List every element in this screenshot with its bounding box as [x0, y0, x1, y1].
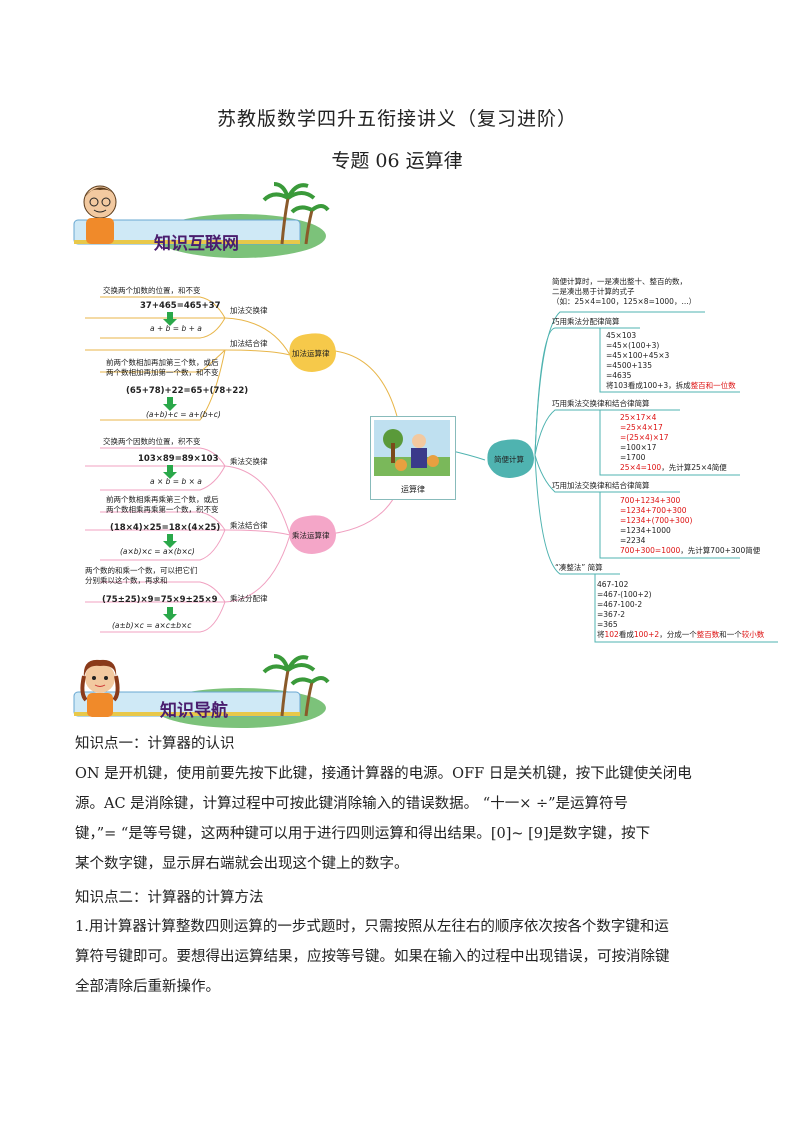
point1-heading: 知识点一：计算器的认识 — [75, 732, 235, 753]
down-arrow-icon — [163, 397, 177, 411]
point1-paragraph: ON 是开机键，使用前要先按下此键，接通计算器的电源。OFF 日是关机键，按下此… — [75, 759, 725, 879]
mul-dist-formula: (a±b)×c = a×c±b×c — [112, 621, 191, 630]
add-assoc-example: (65+78)+22=65+(78+22) — [126, 386, 248, 396]
round-branch-label: “凑整法” 简算 — [555, 563, 603, 573]
add-step: =1234+1000 — [620, 526, 760, 536]
dist-step: 45×103 — [606, 331, 736, 341]
add-comm-example: 37+465=465+37 — [140, 301, 221, 311]
add-step: =2234 — [620, 536, 760, 546]
comm-assoc-step: =(25×4)×17 — [620, 433, 727, 443]
mul-comm-desc: 交换两个因数的位置，积不变 — [103, 437, 201, 447]
navigation-banner-title: 知识导航 — [160, 696, 228, 721]
multiplication-laws-label: 乘法运算律 — [292, 530, 330, 541]
addition-laws-node: 加法运算律 — [286, 330, 338, 374]
dist-note: 将103看成100+3，拆成整百和一位数 — [606, 381, 736, 391]
mul-dist-label: 乘法分配律 — [230, 594, 268, 604]
paragraph-line: 1.用计算器计算整数四则运算的一步式题时，只需按照从左往右的顺序依次按各个数字键… — [75, 912, 725, 942]
paragraph-line: ON 是开机键，使用前要先按下此键，接通计算器的电源。OFF 日是关机键，按下此… — [75, 759, 725, 789]
add-assoc-label: 加法结合律 — [230, 339, 268, 349]
dist-step: =45×(100+3) — [606, 341, 736, 351]
round-note: 将102看成100+2，分成一个整百数和一个较小数 — [597, 630, 764, 640]
dist-step: =4500+135 — [606, 361, 736, 371]
simple-calc-label: 简便计算 — [494, 454, 524, 465]
round-branch-steps: 467-102 =467-(100+2) =467-100-2 =367-2 =… — [597, 580, 764, 640]
round-step: 467-102 — [597, 580, 764, 590]
center-node: 运算律 — [370, 416, 456, 500]
paragraph-line: 键，”= “是等号键，这两种键可以用于进行四则运算和得出结果。[0]~ [9]是… — [75, 819, 725, 849]
paragraph-line: 源。AC 是消除键，计算过程中可按此键消除输入的错误数据。 “十一× ÷”是运算… — [75, 789, 725, 819]
add-assoc-desc1: 前两个数相加再加第三个数，或后 — [106, 358, 219, 368]
mul-assoc-desc1: 前两个数相乘再乘第三个数，或后 — [106, 495, 219, 505]
add-assoc-desc2: 两个数相加再加第一个数，和不变 — [106, 368, 219, 378]
simple-intro-line2: 二是凑出易于计算的式子 — [552, 287, 635, 297]
add-comm-label: 加法交换律 — [230, 306, 268, 316]
dist-branch-steps: 45×103 =45×(100+3) =45×100+45×3 =4500+13… — [606, 331, 736, 391]
add-assoc-formula: (a+b)+c = a+(b+c) — [146, 410, 221, 419]
comm-assoc-note: 25×4=100，先计算25×4简便 — [620, 463, 727, 473]
round-step: =365 — [597, 620, 764, 630]
simple-intro-line1: 简便计算时，一是凑出整十、整百的数， — [552, 277, 687, 287]
navigation-banner: 知识导航 — [70, 654, 330, 728]
down-arrow-icon — [163, 534, 177, 548]
simple-intro-line3: （如：25×4=100，125×8=1000，...） — [552, 297, 696, 307]
round-step: =467-100-2 — [597, 600, 764, 610]
round-step: =467-(100+2) — [597, 590, 764, 600]
add-branch-steps: 700+1234+300 =1234+700+300 =1234+(700+30… — [620, 496, 760, 556]
mul-assoc-label: 乘法结合律 — [230, 521, 268, 531]
add-comm-formula: a + b = b + a — [150, 324, 202, 333]
comm-assoc-step: =1700 — [620, 453, 727, 463]
comm-assoc-step: 25×17×4 — [620, 413, 727, 423]
add-branch-label: 巧用加法交换律和结合律简算 — [552, 481, 650, 491]
center-label: 运算律 — [371, 484, 455, 495]
point2-paragraph: 1.用计算器计算整数四则运算的一步式题时，只需按照从左往右的顺序依次按各个数字键… — [75, 912, 725, 1002]
paragraph-line: 某个数字键，显示屏右端就会出现这个键上的数字。 — [75, 849, 725, 879]
add-step: =1234+700+300 — [620, 506, 760, 516]
comm-assoc-step: =25×4×17 — [620, 423, 727, 433]
mul-comm-label: 乘法交换律 — [230, 457, 268, 467]
round-step: =367-2 — [597, 610, 764, 620]
mul-dist-desc2: 分别乘以这个数，再求和 — [85, 576, 168, 586]
comm-assoc-step: =100×17 — [620, 443, 727, 453]
paragraph-line: 全部清除后重新操作。 — [75, 972, 725, 1002]
add-note: 700+300=1000，先计算700+300简便 — [620, 546, 760, 556]
mul-assoc-example: (18×4)×25=18×(4×25) — [110, 523, 220, 533]
mul-assoc-formula: (a×b)×c = a×(b×c) — [120, 547, 195, 556]
center-illustration — [371, 417, 453, 477]
simple-calc-node: 简便计算 — [484, 436, 536, 480]
dist-branch-label: 巧用乘法分配律简算 — [552, 317, 620, 327]
comm-assoc-branch-label: 巧用乘法交换律和结合律简算 — [552, 399, 650, 409]
mul-assoc-desc2: 两个数相乘再乘第一个数，积不变 — [106, 505, 219, 515]
mul-comm-example: 103×89=89×103 — [138, 454, 219, 464]
add-comm-desc: 交换两个加数的位置，和不变 — [103, 286, 201, 296]
addition-laws-label: 加法运算律 — [292, 348, 330, 359]
multiplication-laws-node: 乘法运算律 — [286, 512, 338, 556]
mul-dist-desc1: 两个数的和乘一个数，可以把它们 — [85, 566, 198, 576]
comm-assoc-steps: 25×17×4 =25×4×17 =(25×4)×17 =100×17 =170… — [620, 413, 727, 473]
down-arrow-icon — [163, 607, 177, 621]
dist-step: =45×100+45×3 — [606, 351, 736, 361]
dist-step: =4635 — [606, 371, 736, 381]
add-step: =1234+(700+300) — [620, 516, 760, 526]
paragraph-line: 算符号键即可。要想得出运算结果，应按等号键。如果在输入的过程中出现错误，可按消除… — [75, 942, 725, 972]
add-step: 700+1234+300 — [620, 496, 760, 506]
point2-heading: 知识点二：计算器的计算方法 — [75, 886, 264, 907]
mul-dist-example: (75±25)×9=75×9±25×9 — [102, 595, 218, 605]
mul-comm-formula: a × b = b × a — [150, 477, 202, 486]
